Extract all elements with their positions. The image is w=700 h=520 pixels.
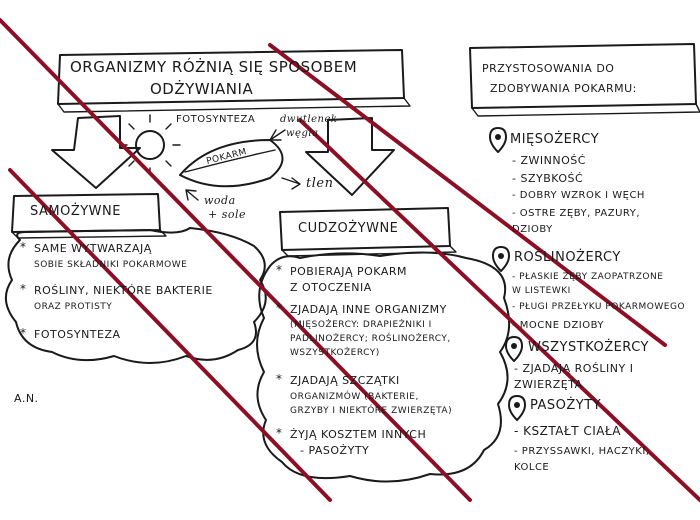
heterotrophs-point-2-line-1: ZJADAJĄ INNE ORGANIZMY (290, 303, 447, 316)
co2-label-line-2: węgla (286, 128, 319, 139)
carnivores-item-2: - SZYBKOŚĆ (512, 172, 584, 185)
autotrophs-bullet: * (20, 326, 27, 340)
heterotrophs-heading: CUDZOŻYWNE (298, 221, 399, 236)
adaptations-banner-shadow (471, 103, 700, 117)
pin-icon-omnivores (505, 336, 523, 362)
herbivores-heading: ROŚLINOŻERCY (514, 250, 621, 265)
heterotrophs-point-1-line-2: Z OTOCZENIA (290, 281, 372, 294)
omnivores-heading: WSZYSTKOŻERCY (528, 340, 649, 355)
autotrophs-point-1-line-1: SAME WYTWARZAJĄ (34, 242, 152, 255)
omnivores-item-1: - ZJADAJĄ ROŚLINY I (514, 362, 634, 375)
arrow-water (185, 189, 199, 201)
heterotrophs-point-3-line-3: GRZYBY I NIEKTÓRE ZWIERZĘTA) (290, 406, 453, 416)
pin-icon-herbivores (492, 246, 510, 272)
parasites-item-2: - PRZYSSAWKI, HACZYKI, (514, 446, 650, 457)
leaf-icon (179, 139, 284, 188)
title-line-2: ODŻYWIANIA (150, 80, 254, 98)
heterotrophs-bullet: * (276, 301, 283, 315)
arrow-to-autotrophs (51, 115, 141, 189)
title-line-1: ORGANIZMY RÓŻNIĄ SIĘ SPOSOBEM (70, 58, 358, 76)
omnivores-item-2: ZWIERZĘTA (514, 378, 583, 391)
autotrophs-point-3-line-1: FOTOSYNTEZA (34, 328, 121, 341)
photosynthesis-label: FOTOSYNTEZA (176, 114, 256, 125)
arrow-co2 (269, 129, 286, 141)
parasites-item-1: - KSZTAŁT CIAŁA (514, 424, 621, 438)
carnivores-item-3: - DOBRY WZROK I WĘCH (512, 190, 645, 201)
pin-icon-carnivores (489, 127, 507, 153)
autotrophs-heading: SAMOŻYWNE (30, 204, 121, 219)
heterotrophs-point-3-line-1: ZJADAJĄ SZCZĄTKI (290, 374, 400, 387)
heterotrophs-cloud (256, 251, 511, 483)
carnivores-item-5: DZIOBY (512, 224, 553, 235)
autotrophs-point-2-line-1: ROŚLINY, NIEKTÓRE BAKTERIE (34, 284, 213, 297)
heterotrophs-point-2-line-2: (MIĘSOŻERCY: DRAPIEŻNIKI I (290, 320, 432, 330)
adaptations-banner (469, 43, 697, 109)
heterotrophs-bullet: * (276, 426, 283, 440)
herbivores-item-2: W LISTEWKI (512, 286, 571, 296)
carnivores-item-1: - ZWINNOŚĆ (512, 154, 586, 167)
autotrophs-point-1-line-2: SOBIE SKŁADNIKI POKARMOWE (34, 260, 188, 270)
heterotrophs-point-1-line-1: POBIERAJĄ POKARM (290, 265, 407, 278)
author-initials: A.N. (14, 392, 39, 405)
oxygen-label: tlen (306, 176, 334, 191)
heterotrophs-point-2-line-3: PADLINOŻERCY; ROŚLINOŻERCY, (290, 334, 451, 344)
arrow-oxygen (281, 177, 301, 190)
adaptations-heading-line-2: ZDOBYWANIA POKARMU: (490, 82, 637, 95)
strike-line-1 (0, 18, 472, 502)
heterotrophs-bullet: * (276, 263, 283, 277)
strike-line-3 (268, 43, 667, 347)
autotrophs-bullet: * (20, 282, 27, 296)
carnivores-heading: MIĘSOŻERCY (510, 132, 600, 147)
heterotrophs-point-2-line-4: WSZYSTKOŻERCY) (290, 348, 380, 358)
parasites-heading: PASOŻYTY (530, 398, 602, 413)
autotrophs-point-2-line-2: ORAZ PROTISTY (34, 302, 113, 312)
carnivores-item-4: - OSTRE ZĘBY, PAZURY, (512, 208, 641, 219)
herbivores-item-3: - PŁUGI PRZEŁYKU POKARMOWEGO (512, 302, 686, 312)
parasites-item-3: KOLCE (514, 462, 550, 473)
co2-label-line-1: dwutlenek (280, 114, 338, 125)
strike-line-4 (298, 118, 700, 502)
heterotrophs-bullet: * (276, 372, 283, 386)
strike-line-2 (8, 168, 332, 502)
sun-icon (119, 114, 181, 176)
water-label-line-2: + sole (208, 208, 247, 221)
pin-icon-parasites (508, 395, 526, 421)
autotrophs-bullet: * (20, 240, 27, 254)
autotrophs-cloud (5, 227, 267, 364)
water-label-line-1: woda (204, 194, 236, 207)
herbivores-item-4: - MOCNE DZIOBY (512, 320, 605, 331)
adaptations-heading-line-1: PRZYSTOSOWANIA DO (482, 62, 615, 75)
heterotrophs-point-3-line-2: ORGANIZMÓW (BAKTERIE, (290, 392, 419, 402)
title-banner-shadow (57, 97, 411, 113)
herbivores-item-1: - PŁASKIE ZĘBY ZAOPATRZONE (512, 272, 664, 282)
heterotrophs-point-4-line-1: ŻYJĄ KOSZTEM INNYCH (290, 428, 427, 441)
heterotrophs-point-4-line-2: - PASOŻYTY (300, 444, 370, 457)
